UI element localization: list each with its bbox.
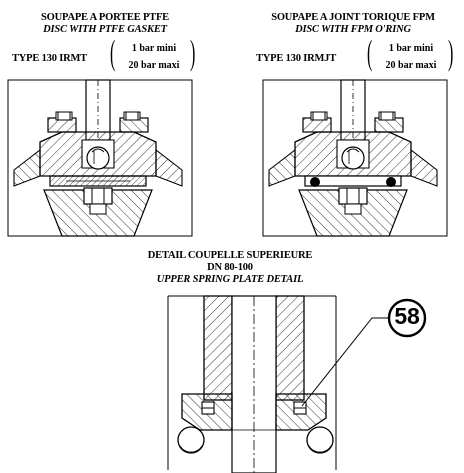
left-subtitle: DISC WITH PTFE GASKET	[43, 24, 167, 35]
right-paren-open: (	[367, 35, 373, 73]
bottom-title: DETAIL COUPELLE SUPERIEURE	[147, 250, 313, 261]
right-subtitle: DISC WITH FPM O'RING	[295, 24, 411, 35]
oring-right-icon	[386, 177, 396, 187]
oring-left-icon	[310, 177, 320, 187]
left-title: SOUPAPE A PORTEE PTFE	[41, 12, 169, 23]
upper-spring-plate-detail	[167, 295, 388, 473]
right-pressure-min: 1 bar mini	[388, 43, 434, 54]
ptfe-valve-section	[13, 79, 183, 237]
callout-bubble	[387, 298, 427, 338]
right-type-label: TYPE 130 IRMJT	[256, 53, 337, 64]
left-pressure-min: 1 bar mini	[131, 43, 177, 54]
left-paren-open: (	[110, 35, 116, 73]
left-type-label: TYPE 130 IRMT	[12, 53, 87, 64]
right-pressure-max: 20 bar maxi	[385, 60, 437, 71]
bottom-subtitle: UPPER SPRING PLATE DETAIL	[156, 274, 304, 285]
left-pressure-max: 20 bar maxi	[128, 60, 180, 71]
right-paren-close: )	[448, 35, 454, 73]
left-paren-close: )	[190, 35, 196, 73]
callout-number: 58	[394, 303, 420, 329]
right-title: SOUPAPE A JOINT TORIQUE FPM	[271, 12, 435, 23]
fpm-oring-valve-section	[268, 79, 438, 237]
bottom-dn: DN 80-100	[207, 262, 253, 273]
